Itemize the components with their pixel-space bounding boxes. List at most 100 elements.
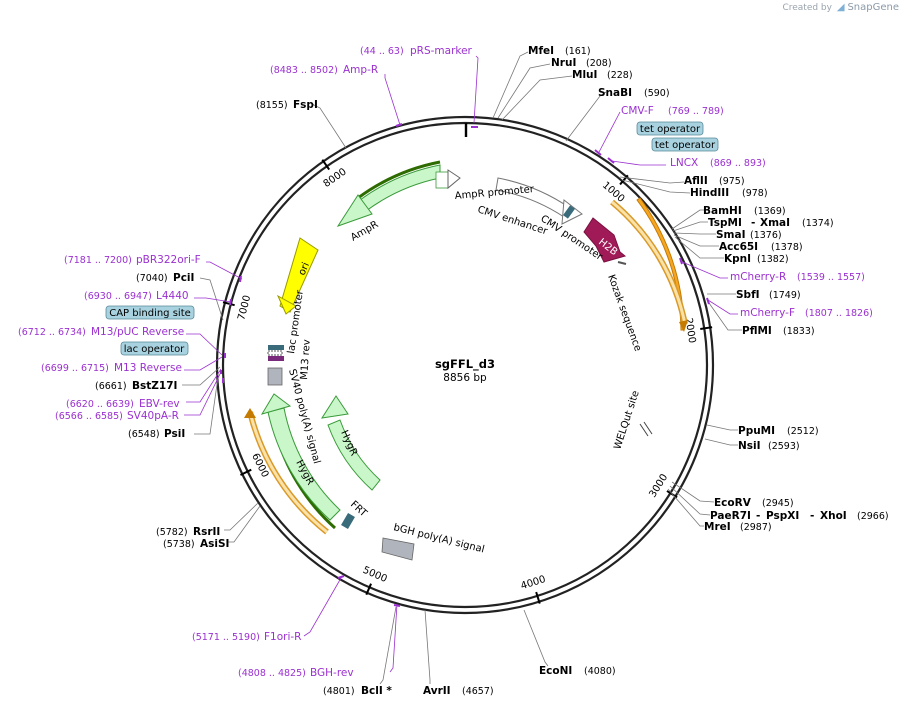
primer-sv40pa-r[interactable]: SV40pA-R xyxy=(127,410,179,422)
snapgene-logo-icon: ◢ xyxy=(836,2,845,13)
left-orf-core xyxy=(248,411,328,534)
enzyme-smai[interactable]: SmaI xyxy=(716,229,746,241)
enzyme-pcii[interactable]: PciI xyxy=(173,272,194,284)
enzyme-ppumi[interactable]: PpuMI xyxy=(738,425,775,437)
enzyme-xhoi-dash: - xyxy=(810,510,814,522)
primer-cmv-f[interactable]: CMV-F xyxy=(621,105,654,117)
tick-label: 4000 xyxy=(520,574,548,592)
enzyme-rsrii-pos: (5782) xyxy=(156,527,188,538)
primer-m13-puc-reverse-pos: (6712 .. 6734) xyxy=(18,327,86,338)
primer-l4440[interactable]: L4440 xyxy=(156,290,189,302)
primer-l4440-pos: (6930 .. 6947) xyxy=(84,291,152,302)
enzyme-sbfi[interactable]: SbfI xyxy=(736,289,760,301)
enzyme-psii[interactable]: PsiI xyxy=(164,428,185,440)
tick-label: 7000 xyxy=(236,294,253,321)
h2b-arrow xyxy=(583,217,627,263)
ampr-promoter-arrow xyxy=(447,169,461,190)
tick-label: 5000 xyxy=(361,565,389,585)
primer-m13-puc-reverse[interactable]: M13/pUC Reverse xyxy=(91,326,184,338)
enzyme-snabi-pos: (590) xyxy=(644,88,670,99)
enzyme-acc65i[interactable]: Acc65I xyxy=(719,241,758,253)
enzyme-mlui[interactable]: MluI xyxy=(572,69,597,81)
enzyme-nrui[interactable]: NruI xyxy=(551,57,576,69)
primer-ebv-rev[interactable]: EBV-rev xyxy=(139,398,180,410)
primer-leader-lines xyxy=(184,55,738,673)
enzyme-aflii[interactable]: AflII xyxy=(684,175,708,187)
enzyme-acc65i-pos: (1378) xyxy=(771,242,803,253)
enzyme-fspi[interactable]: FspI xyxy=(293,99,318,111)
enzyme-nsii[interactable]: NsiI xyxy=(738,440,761,452)
enzyme-psii-pos: (6548) xyxy=(128,429,160,440)
tick-label: 8000 xyxy=(322,166,349,190)
primer-amp-r-pos: (8483 .. 8502) xyxy=(270,65,338,76)
lac-operator-box xyxy=(120,341,189,356)
ori-arrow xyxy=(279,237,319,313)
enzyme-avrii[interactable]: AvrII xyxy=(423,685,451,697)
mcherry-orf-core xyxy=(611,200,687,325)
enzyme-bcli-pos: (4801) xyxy=(323,686,355,697)
sv40-ori-box xyxy=(267,367,283,386)
primer-f1ori-r[interactable]: F1ori-R xyxy=(264,631,301,643)
enzyme-asisi[interactable]: AsiSI xyxy=(200,538,229,550)
frt-mark xyxy=(341,512,355,530)
enzyme-mrei[interactable]: MreI xyxy=(704,521,731,533)
primer-m13-reverse[interactable]: M13 Reverse xyxy=(114,362,182,374)
enzyme-pspxi[interactable]: PspXI xyxy=(766,510,799,522)
welqut-mark-1 xyxy=(639,423,649,437)
primer-mcherry-f[interactable]: mCherry-F xyxy=(740,307,795,319)
tick-mark xyxy=(535,591,541,604)
primer-m13-reverse-pos: (6699 .. 6715) xyxy=(41,363,109,374)
primer-mcherry-r[interactable]: mCherry-R xyxy=(730,271,786,283)
ori-label: ori xyxy=(297,261,312,277)
enzyme-xmai-pos: (1374) xyxy=(802,218,834,229)
enzyme-kpni-pos: (1382) xyxy=(757,254,789,265)
snapgene-name: SnapGene xyxy=(847,2,899,13)
primer-bgh-rev[interactable]: BGH-rev xyxy=(310,667,354,679)
enzyme-econi-pos: (4080) xyxy=(584,666,616,677)
bgh-polya-box xyxy=(381,537,415,561)
enzyme-paer7i[interactable]: PaeR7I xyxy=(710,510,751,522)
enzyme-sbfi-pos: (1749) xyxy=(769,290,801,301)
tick-mark xyxy=(240,468,252,476)
enzyme-econi[interactable]: EcoNI xyxy=(539,665,572,677)
enzyme-mfei-pos: (161) xyxy=(565,46,591,57)
enzyme-avrii-pos: (4657) xyxy=(462,686,494,697)
welqut-mark-2 xyxy=(643,421,653,435)
m13-rev-mark xyxy=(267,350,283,356)
enzyme-rsrii[interactable]: RsrII xyxy=(193,526,220,538)
primer-mcherry-f-pos: (1807 .. 1826) xyxy=(805,308,873,319)
ampr-arrowhead xyxy=(336,194,373,227)
enzyme-xmai[interactable]: XmaI xyxy=(760,217,790,229)
tick-mark xyxy=(365,583,372,596)
enzyme-kpni[interactable]: KpnI xyxy=(724,253,751,265)
enzyme-xhoi[interactable]: XhoI xyxy=(820,510,847,522)
enzyme-pflmi[interactable]: PflMI xyxy=(742,325,772,337)
enzyme-hindiii[interactable]: HindIII xyxy=(690,187,729,199)
enzyme-bstz17i-pos: (6661) xyxy=(95,381,127,392)
primer-lncx[interactable]: LNCX xyxy=(670,157,698,169)
enzyme-bamhi[interactable]: BamHI xyxy=(703,205,742,217)
enzyme-ecorv[interactable]: EcoRV xyxy=(714,497,752,509)
created-by-label: Created by xyxy=(782,3,832,13)
m13-rev-label: M13 rev xyxy=(299,339,313,380)
primer-prs-marker[interactable]: pRS-marker xyxy=(410,45,473,57)
kozak-mark xyxy=(617,261,627,265)
orf-right-arc xyxy=(636,197,685,331)
ampr-promoter-hatch xyxy=(435,171,449,189)
plasmid-name: sgFFL_d3 xyxy=(435,357,495,372)
enzyme-bstz17i[interactable]: BstZ17I xyxy=(132,380,177,392)
snapgene-brand: Created by ◢ SnapGene xyxy=(782,2,899,13)
hygr-inner-arrow xyxy=(327,419,381,491)
enzyme-fspi-pos: (8155) xyxy=(256,100,288,111)
enzyme-asisi-pos: (5738) xyxy=(163,539,195,550)
enzyme-snabi[interactable]: SnaBI xyxy=(598,87,632,99)
ampr-dark-line xyxy=(357,160,441,200)
enzyme-mfei[interactable]: MfeI xyxy=(528,45,554,57)
primer-mcherry-r-pos: (1539 .. 1557) xyxy=(797,272,865,283)
enzyme-bcli[interactable]: BclI * xyxy=(361,685,392,697)
tet-operator-mark xyxy=(563,205,575,219)
primer-pbr322ori-f[interactable]: pBR322ori-F xyxy=(136,254,201,266)
enzyme-tspmi[interactable]: TspMI xyxy=(708,217,742,229)
primer-amp-r[interactable]: Amp-R xyxy=(343,64,378,76)
lac-promoter-mark xyxy=(268,356,284,361)
